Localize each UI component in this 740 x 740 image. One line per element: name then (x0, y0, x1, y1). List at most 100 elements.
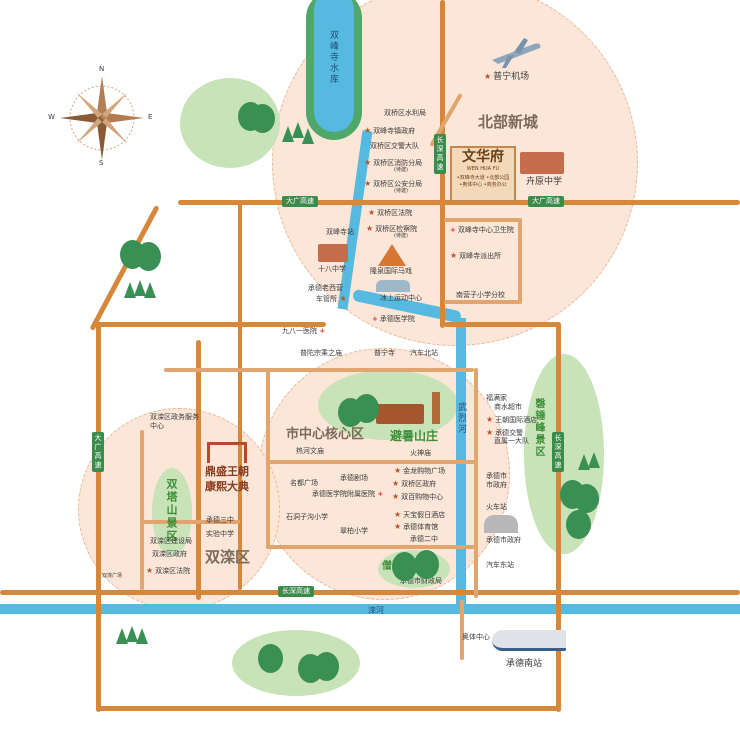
project-name: 文华府 (462, 149, 504, 165)
changshen-bottom-h (0, 590, 740, 595)
north-road-h1 (444, 218, 520, 222)
changshen-right-h (444, 322, 560, 327)
bishu-palace-icon (376, 404, 424, 424)
poi-dingsheng1: 鼎盛王朝 (205, 465, 249, 478)
reservoir-inner (314, 0, 354, 132)
center-zone-title: 市中心核心区 (286, 427, 365, 442)
center-road-h2 (266, 460, 476, 464)
project-line2: •奥体中心 •商务办公 (459, 182, 507, 188)
poi-shishi: 石洞子沟小学 (286, 513, 328, 521)
outer-road-left-v (96, 322, 101, 712)
south-station-road (460, 600, 464, 660)
daguang-tag-right: 大广高速 (528, 196, 564, 207)
poi-laoxijingchu: 承德老西营 (308, 284, 343, 292)
poi-gongan: ★双桥区公安分局 (364, 179, 423, 188)
poi-aoti: 奥体中心 (462, 633, 490, 641)
school-building-icon (318, 244, 348, 262)
project-card[interactable]: 文华府 WEN HUA FU •双峰寺大道 •北部公园 •奥体中心 •商务办公 (450, 146, 516, 202)
poi-shuangluan-fy: ★双滦区法院 (146, 566, 191, 575)
north-newtown-title: 北部新城 (478, 113, 539, 131)
changshen-tag-top: 长深高速 (434, 134, 446, 174)
poi-shiyan: 实验中学 (206, 530, 234, 538)
poi-wangchao: ★王朝国际酒店 (486, 415, 538, 424)
daguang-tag-left: 大广高速 (282, 196, 318, 207)
changshen-right-v (556, 322, 561, 712)
qingchui-title: 磬锤峰景区 (533, 398, 544, 458)
compass-e: E (148, 113, 153, 121)
poi-school18: 十八中学 (318, 265, 346, 273)
north-road-h2 (444, 300, 520, 304)
poi-caizhengju: 承德市财政局 (400, 577, 442, 585)
outer-road-left-h (96, 322, 326, 327)
poi-fuman: 福满家 (486, 394, 507, 402)
poi-jianchayuan: ★双桥区检察院 (366, 224, 418, 233)
poi-chengde-ju: 承德剧场 (340, 474, 368, 482)
changshen-tag-right: 长深高速 (552, 432, 564, 472)
poi-gov2: 市政府 (486, 481, 507, 489)
center-road-v (266, 368, 270, 548)
poi-jiaojing2: ★承德交警 (486, 428, 524, 437)
poi-tianbao: ★天宝假日酒店 (394, 510, 446, 519)
poi-chejianguan: 车管所 ★ (316, 294, 347, 303)
poi-ice: 冰上运动中心 (380, 294, 422, 302)
poi-nanyingzi: 南营子小学分校 (456, 291, 505, 299)
daguang-highway-h (178, 200, 740, 205)
train-station-icon (484, 515, 518, 533)
compass-w: W (48, 113, 55, 121)
poi-fuman2: 商水超市 (494, 403, 522, 411)
poi-dingsheng2: 康熙大典 (205, 480, 249, 493)
poi-circus: 隆泉国际马戏 (370, 267, 412, 275)
poi-shizhengfu: ★双桥区政府 (392, 479, 437, 488)
poi-tiyuguan: ★承德体育馆 (394, 522, 439, 531)
poi-jiaojing2b: 直属一大队 (494, 437, 529, 445)
south-park (232, 630, 360, 696)
ice-center-icon (376, 280, 410, 292)
center-road-v2 (474, 368, 478, 598)
poi-shuangqiao-shop: ★双百购物中心 (392, 492, 444, 501)
center-road-h3 (266, 545, 476, 549)
poi-sanzhong: 承德三中 (206, 516, 234, 524)
poi-jinlong: ★金龙购物广场 (394, 466, 446, 475)
wulie-river-lower (456, 318, 466, 610)
shuangluan-road-h (140, 520, 240, 524)
north-road-v2 (518, 218, 522, 304)
wulie-river-label: 武烈河 (456, 402, 466, 435)
poi-gov: 承德市 (486, 472, 507, 480)
poi-puning: 普宁寺 (374, 349, 395, 357)
project-pinyin: WEN HUA FU (466, 166, 500, 172)
poi-kaiyuan: 卉原中学 (526, 177, 563, 187)
poi-gongan-note: (待建) (394, 188, 408, 194)
poi-cuibai: 翠柏小学 (340, 527, 368, 535)
poi-bus-east: 汽车东站 (486, 561, 514, 569)
pagoda-icon (432, 392, 440, 424)
shuangluan-road-v (140, 430, 144, 590)
kaiyuan-building-icon (520, 152, 564, 174)
compass-rose-icon (60, 76, 144, 160)
shuangta-park (152, 468, 192, 556)
poi-yixueyuan-fy: 承德医学院附属医院 + (312, 490, 384, 498)
dingsheng-gate-icon (207, 442, 247, 463)
poi-shuangluan-gov: 双滦区政务服务中心 (150, 413, 199, 430)
bottom-road-h (96, 706, 560, 711)
poi-shuiliju: 双桥区水利局 (384, 109, 426, 117)
poi-medical: +承德医学院 (372, 315, 415, 323)
poi-zhenzhengfu: ★双峰寺镇政府 (364, 126, 416, 135)
poi-putuo: 普陀宗乘之庙 (300, 349, 342, 357)
poi-renmin: 承德市政府 (486, 536, 521, 544)
reservoir-label: 双峰寺水库 (328, 30, 338, 85)
inner-road-v-center (238, 200, 242, 590)
project-line1: •双峰寺大道 •北部公园 (456, 175, 510, 181)
poi-weishengyuan: +双峰寺中心卫生院 (450, 226, 514, 234)
poi-no2: 承德二中 (410, 535, 438, 543)
poi-xiaofang-note: (待建) (394, 167, 408, 173)
poi-shuangfengsi-station: 双峰寺站 (326, 228, 354, 236)
luan-river-label: 滦河 (368, 606, 384, 615)
airport-label: ★普宁机场 (484, 72, 530, 82)
poi-jianchayuan-note: (待建) (394, 233, 408, 239)
poi-jiansheju: 双滦区建设局 (150, 537, 192, 545)
high-speed-train-icon (492, 630, 566, 651)
poi-paichusuo: ★双峰寺派出所 (450, 251, 502, 260)
center-road-h1 (164, 368, 474, 372)
poi-reheshop: 热河文庙 (296, 447, 324, 455)
